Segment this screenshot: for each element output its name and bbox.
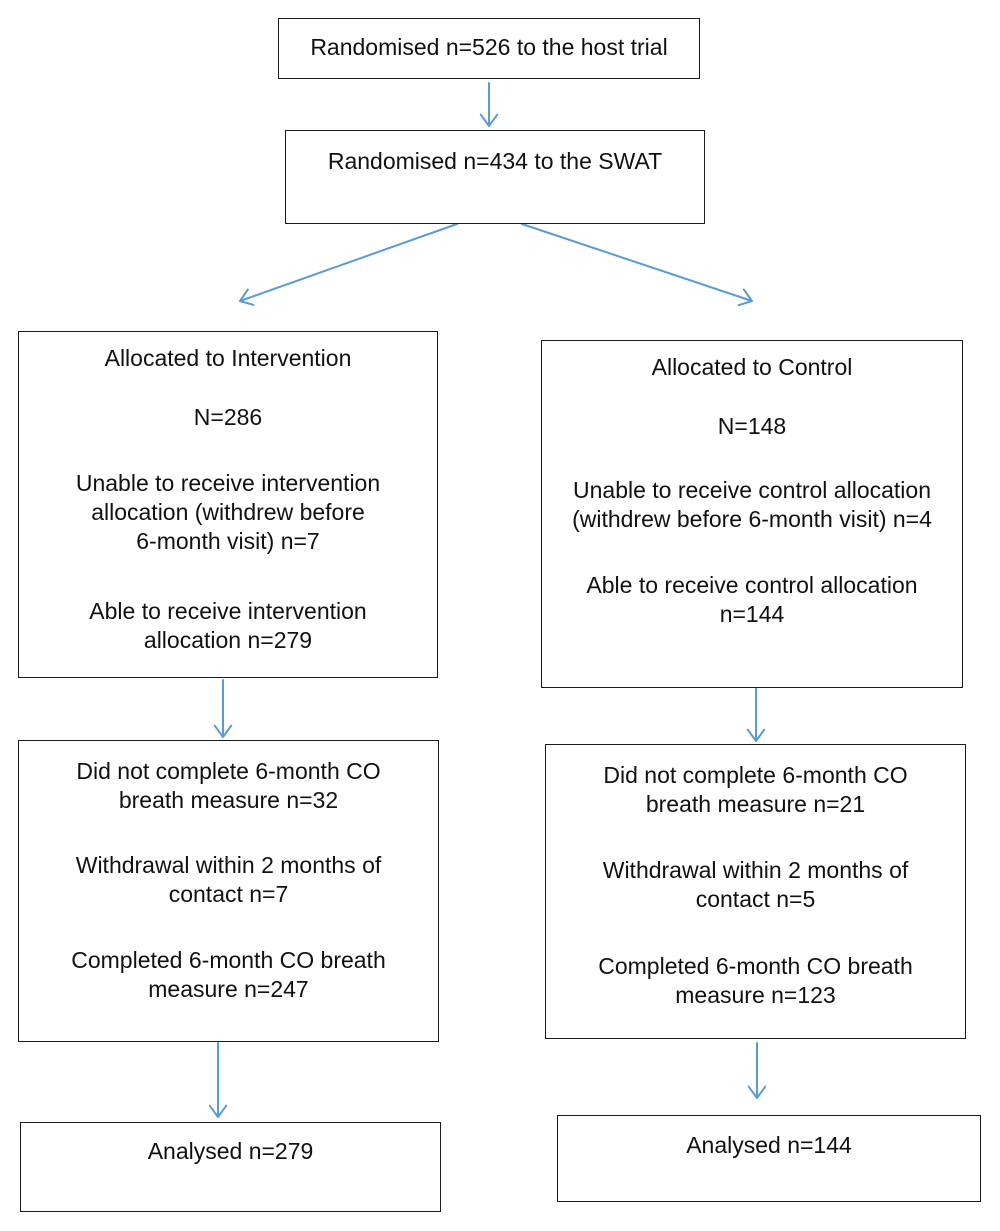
control-able-line1: Able to receive control allocation [586, 572, 918, 598]
intervention-unable-line2: allocation (withdrew before [91, 499, 365, 525]
intervention-able-line2: allocation n=279 [143, 627, 313, 653]
control-analysed-text: Analysed n=144 [686, 1132, 852, 1158]
arrow-control-followup-to-analysed [747, 1042, 767, 1099]
control-allocation-title: Allocated to Control [651, 354, 853, 380]
intervention-unable-line1: Unable to receive intervention [75, 470, 381, 496]
control-allocation-box: Allocated to Control N=148 Unable to rec… [541, 340, 963, 688]
arrow-intervention-to-followup [213, 679, 233, 738]
control-unable-line1: Unable to receive control allocation [573, 477, 931, 503]
control-not-completed-line2: breath measure n=21 [645, 791, 866, 817]
intervention-analysed-text: Analysed n=279 [147, 1138, 314, 1164]
control-analysed-box: Analysed n=144 [557, 1115, 981, 1202]
control-followup-box: Did not complete 6-month CO breath measu… [545, 744, 966, 1039]
swat-text: Randomised n=434 to the SWAT [327, 148, 663, 174]
control-unable-line2: (withdrew before 6-month visit) n=4 [572, 506, 932, 532]
intervention-followup-box: Did not complete 6-month CO breath measu… [18, 740, 439, 1042]
arrow-swat-to-intervention [239, 223, 458, 306]
arrow-swat-to-control [521, 223, 753, 307]
intervention-completed-line2: measure n=247 [148, 976, 309, 1002]
intervention-analysed-box: Analysed n=279 [20, 1122, 441, 1212]
swat-box: Randomised n=434 to the SWAT [285, 130, 705, 224]
intervention-allocation-title: Allocated to Intervention [104, 345, 352, 371]
host-trial-box: Randomised n=526 to the host trial [278, 18, 700, 79]
control-completed-line1: Completed 6-month CO breath [598, 953, 913, 979]
control-withdrawal-line1: Withdrawal within 2 months of [602, 857, 909, 883]
control-able-line2: n=144 [719, 601, 785, 627]
intervention-completed-line1: Completed 6-month CO breath [71, 947, 386, 973]
host-trial-text: Randomised n=526 to the host trial [310, 34, 668, 60]
intervention-not-completed-line1: Did not complete 6-month CO [76, 758, 381, 784]
intervention-able-line1: Able to receive intervention [89, 598, 367, 624]
control-not-completed-line1: Did not complete 6-month CO [603, 762, 908, 788]
control-withdrawal-line2: contact n=5 [695, 886, 816, 912]
arrow-control-to-followup [746, 687, 766, 742]
intervention-withdrawal-line1: Withdrawal within 2 months of [75, 852, 382, 878]
intervention-not-completed-line2: breath measure n=32 [118, 787, 339, 813]
intervention-withdrawal-line2: contact n=7 [168, 881, 289, 907]
control-completed-line2: measure n=123 [675, 982, 836, 1008]
arrow-intervention-followup-to-analysed [208, 1042, 228, 1118]
control-allocation-n: N=148 [717, 413, 787, 439]
intervention-allocation-n: N=286 [193, 404, 263, 430]
intervention-allocation-box: Allocated to Intervention N=286 Unable t… [18, 331, 438, 678]
arrow-host-to-swat [479, 82, 499, 127]
intervention-unable-line3: 6-month visit) n=7 [136, 528, 320, 554]
